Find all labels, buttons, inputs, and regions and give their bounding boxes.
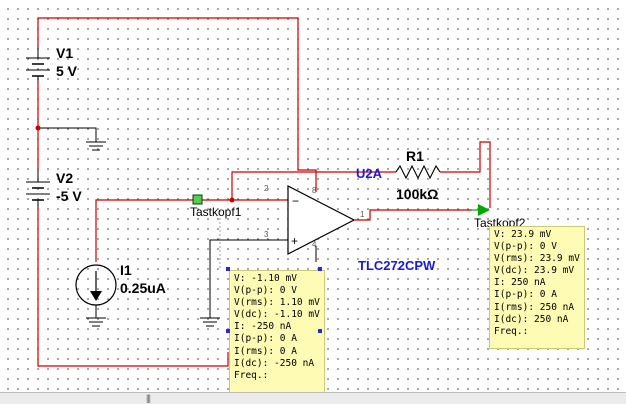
selection-handle[interactable]	[226, 267, 230, 271]
probe1-readout[interactable]: V: -1.10 mV V(p-p): 0 V V(rms): 1.10 mV …	[229, 270, 325, 393]
probe2-name[interactable]: Tastkopf2	[474, 216, 526, 228]
probe2-line: V: 23.9 mV	[494, 229, 552, 240]
probe1-line: V(rms): 1.10 mV	[234, 297, 320, 309]
u2a-name[interactable]: U2A	[356, 166, 383, 181]
probe2-line: I(rms): 250 nA	[494, 301, 575, 313]
probe1-line: V: -1.10 mV	[234, 273, 297, 284]
wire-output	[354, 209, 472, 221]
v2-name[interactable]: V2	[56, 170, 74, 186]
pin-label-1: 1	[360, 210, 365, 219]
probe2-line: I: 250 nA	[494, 277, 546, 289]
pin-label-4: 4	[312, 240, 317, 249]
probe2-line: I(p-p): 0 A	[494, 289, 557, 301]
wire-vminus	[37, 208, 229, 367]
v1-value[interactable]: 5 V	[56, 63, 78, 79]
v2-value[interactable]: -5 V	[56, 188, 82, 204]
probe1-line: I(dc): -250 nA	[234, 357, 315, 369]
wire-feedback-out	[440, 141, 491, 208]
wire-ground-1	[38, 127, 97, 142]
horizontal-scrollbar[interactable]: |||	[0, 392, 626, 404]
svg-text:+: +	[291, 234, 298, 248]
i1-value[interactable]: 0.25uA	[120, 280, 166, 296]
probe2-line: V(dc): 23.9 mV	[494, 265, 575, 277]
scroll-grip-icon[interactable]: |||	[146, 393, 151, 403]
i1-name[interactable]: I1	[120, 262, 132, 278]
r1-name[interactable]: R1	[406, 148, 424, 164]
pin-label-8: 8	[312, 186, 317, 195]
current-source-i1-symbol	[75, 264, 117, 327]
battery-v1-symbol	[26, 46, 50, 82]
battery-v2-symbol	[26, 170, 50, 208]
probe2-line: Freq.:	[494, 325, 529, 337]
probe1-line: I(rms): 0 A	[234, 345, 297, 357]
v1-name[interactable]: V1	[56, 45, 74, 61]
u2a-part[interactable]: TLC272CPW	[358, 258, 436, 273]
probe1-line: V(p-p): 0 V	[234, 285, 297, 297]
probe2-readout[interactable]: V: 23.9 mV V(p-p): 0 V V(rms): 23.9 mV V…	[489, 226, 585, 349]
probe2-line: V(rms): 23.9 mV	[494, 253, 580, 265]
wire-noninverting	[209, 239, 288, 318]
wire-feedback	[231, 171, 396, 200]
wire-i1	[95, 199, 196, 262]
probe1-line: I: -250 nA	[234, 321, 292, 333]
probe1-marker	[192, 194, 203, 205]
selection-handle[interactable]	[318, 267, 322, 271]
probe1-name[interactable]: Tastkopf1	[190, 205, 242, 219]
probe1-line: Freq.:	[234, 369, 269, 381]
svg-text:−: −	[292, 194, 299, 208]
junction-mid	[35, 125, 41, 131]
probe1-line: V(dc): -1.10 mV	[234, 309, 320, 321]
pin-label-2: 2	[264, 184, 269, 193]
schematic-drawing: − +	[26, 17, 491, 367]
selection-handle[interactable]	[226, 329, 230, 333]
pin-label-3: 3	[264, 230, 269, 239]
probe1-line: I(p-p): 0 A	[234, 333, 297, 345]
resistor-r1-symbol	[395, 164, 441, 180]
probe2-line: I(dc): 250 nA	[494, 313, 569, 325]
r1-value[interactable]: 100kΩ	[396, 186, 439, 202]
wire-vplus	[37, 17, 317, 192]
selection-handle[interactable]	[318, 329, 322, 333]
probe2-arrow	[478, 204, 490, 216]
probe2-line: V(p-p): 0 V	[494, 241, 557, 253]
opamp-u2a-symbol	[287, 185, 356, 255]
